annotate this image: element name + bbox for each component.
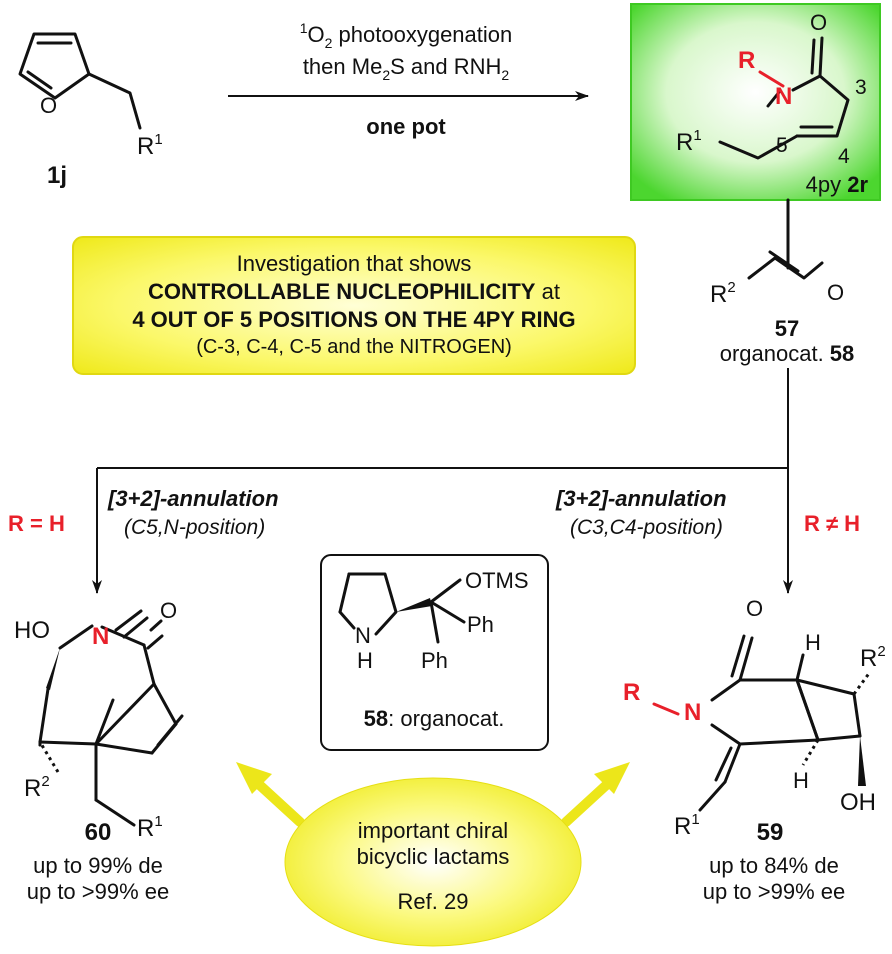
r1-label-1j: R1 <box>137 131 163 160</box>
r2-label-57: R2 <box>710 279 736 308</box>
condition-photooxygenation: 1O2 photooxygenation <box>300 20 513 51</box>
ee-60: up to >99% ee <box>27 879 170 904</box>
compound-1j: O R1 1j <box>18 32 163 189</box>
left-position-label: (C5,N-position) <box>124 516 265 539</box>
compound-label-1j: 1j <box>47 162 67 189</box>
de-60: up to 99% de <box>33 853 163 878</box>
phenyl-2-58: Ph <box>421 648 448 673</box>
ee-59: up to >99% ee <box>703 879 846 904</box>
nh-hydrogen-58: H <box>357 648 373 673</box>
carbonyl-oxygen-59: O <box>746 596 763 621</box>
hydrogen-1-59: H <box>805 630 821 655</box>
compound-59: O R N H H R2 R1 OH 59 up to 84% de up to… <box>623 596 886 904</box>
r-group-59: R <box>623 679 640 706</box>
r2-label-60: R2 <box>24 773 50 802</box>
aldehyde-oxygen-57: O <box>827 280 844 305</box>
r1-label-60: R1 <box>137 813 163 842</box>
highlight-line-3: 4 OUT OF 5 POSITIONS ON THE 4PY RING <box>132 307 575 332</box>
r2-label-59: R2 <box>860 643 886 672</box>
ellipse-line-1: important chiral <box>358 818 508 843</box>
right-position-label: (C3,C4-position) <box>570 516 723 539</box>
position-5: 5 <box>776 134 788 157</box>
ellipse-line-3: Ref. 29 <box>398 889 469 914</box>
nitrogen-2r: N <box>775 83 792 110</box>
right-branch-condition: R ≠ H <box>804 511 860 536</box>
compound-label-2r: 4py 2r <box>806 172 869 197</box>
reagent-label-57: 57 <box>775 316 799 341</box>
position-4: 4 <box>838 145 850 168</box>
carbonyl-oxygen-60: O <box>160 598 177 623</box>
r1-label-59: R1 <box>674 811 700 840</box>
de-59: up to 84% de <box>709 853 839 878</box>
compound-label-59: 59 <box>757 819 784 846</box>
right-annulation-label: [3+2]-annulation <box>555 486 727 511</box>
ellipse-arrowhead-left <box>236 762 272 794</box>
catalyst-label: organocat. 58 <box>720 341 855 366</box>
carbonyl-oxygen-2r: O <box>810 10 827 35</box>
hydrogen-2-59: H <box>793 768 809 793</box>
highlight-line-1: Investigation that shows <box>237 251 472 276</box>
highlight-line-2: CONTROLLABLE NUCLEOPHILICITY at <box>148 279 560 304</box>
left-branch-condition: R = H <box>8 511 65 536</box>
condition-me2s-rnh2: then Me2S and RNH2 <box>303 54 510 83</box>
catalyst-58-box <box>320 554 549 751</box>
highlight-box <box>72 236 636 375</box>
r-group-2r: R <box>738 47 755 74</box>
hydroxyl-60: HO <box>14 617 50 644</box>
compound-label-60: 60 <box>85 819 112 846</box>
position-3: 3 <box>855 76 867 99</box>
nitrogen-58: N <box>355 623 371 648</box>
condition-one-pot: one pot <box>366 114 446 139</box>
highlight-ellipse <box>284 777 582 947</box>
highlight-ellipse-group: important chiral bicyclic lactams Ref. 2… <box>236 762 630 947</box>
product-2r-box <box>630 3 881 201</box>
compound-57: R2 O <box>710 250 844 308</box>
ellipse-line-2: bicyclic lactams <box>357 844 510 869</box>
furan-oxygen: O <box>40 93 57 118</box>
otms-58: OTMS <box>465 568 529 593</box>
nitrogen-60: N <box>92 623 109 650</box>
ellipse-arrowhead-right <box>594 762 630 794</box>
catalyst-caption-58: 58: organocat. <box>364 706 505 731</box>
compound-58: N H OTMS Ph Ph 58: organocat. <box>338 568 529 731</box>
left-annulation-label: [3+2]-annulation <box>107 486 279 511</box>
phenyl-1-58: Ph <box>467 612 494 637</box>
nitrogen-59: N <box>684 699 701 726</box>
r1-label-2r: R1 <box>676 127 702 156</box>
compound-60: HO N O R2 R1 60 up to 99% de up to >99% … <box>14 598 184 904</box>
hydroxyl-59: OH <box>840 789 876 816</box>
compound-2r: O N R 3 4 5 R1 4py 2r <box>676 10 868 197</box>
highlight-line-4: (C-3, C-4, C-5 and the NITROGEN) <box>196 336 512 358</box>
